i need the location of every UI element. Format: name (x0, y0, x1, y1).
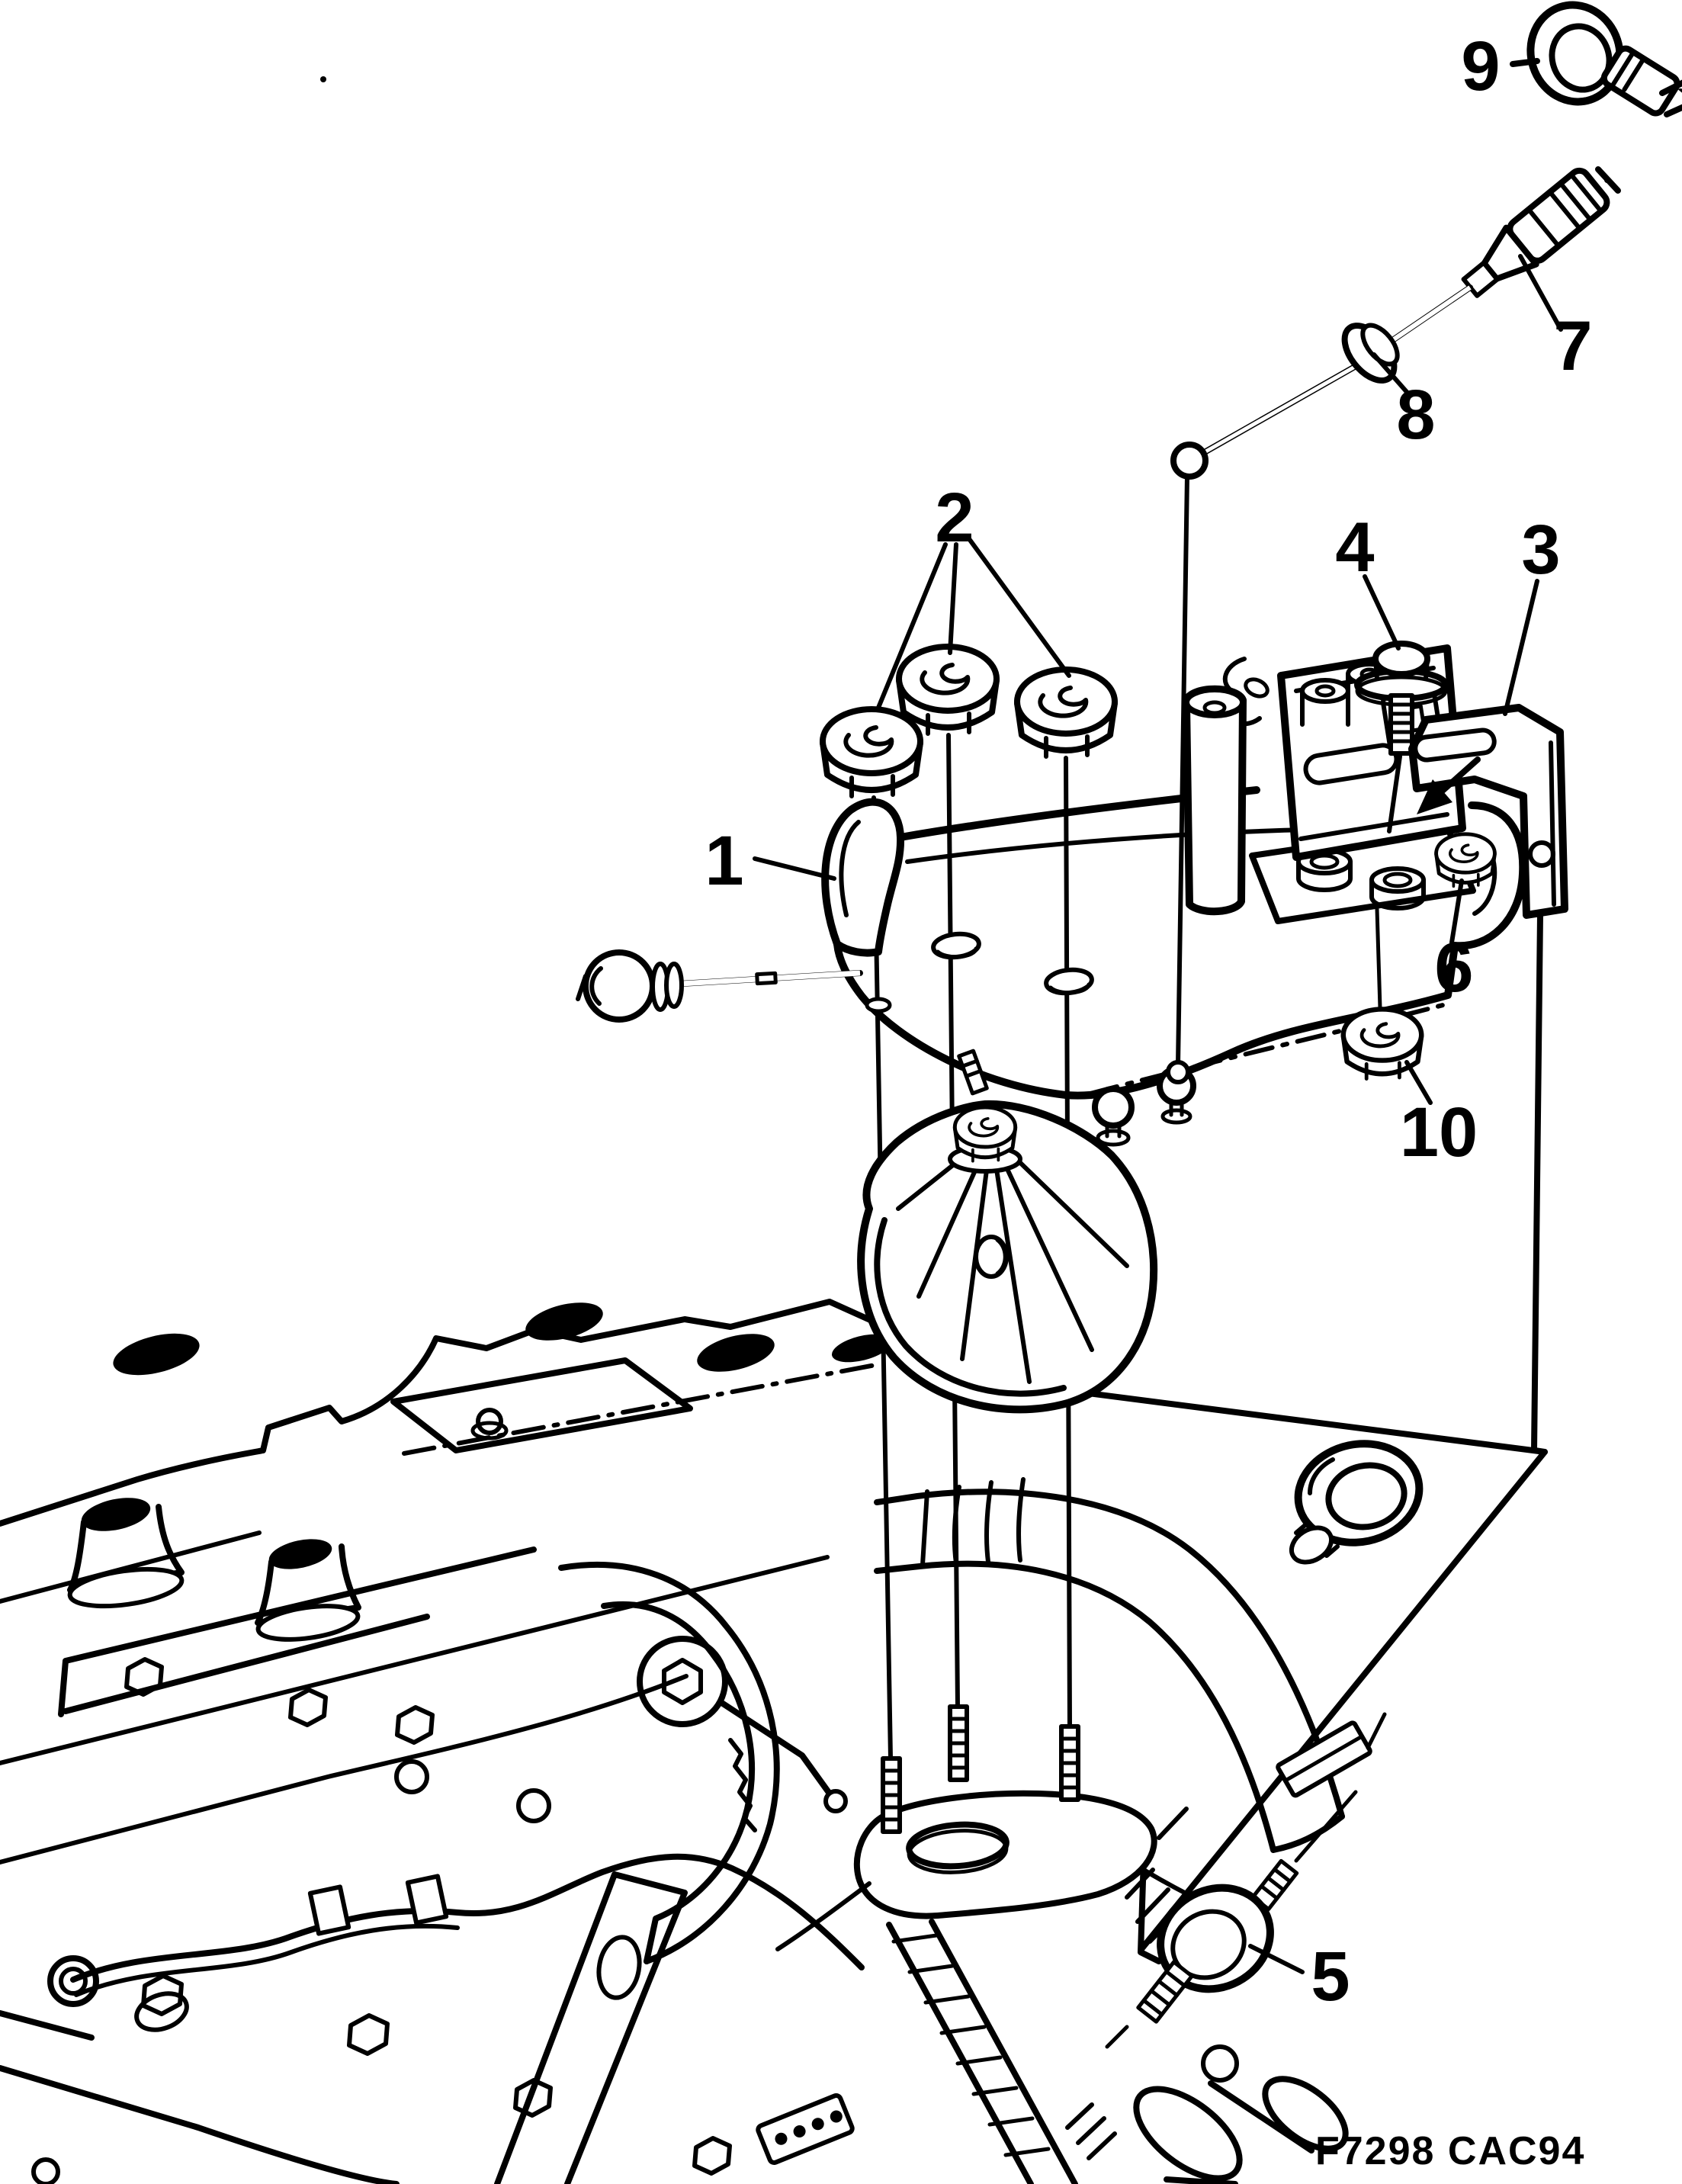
callout-2: 2 (935, 479, 974, 557)
figure-code: F7298 CAC94 (1315, 2129, 1585, 2173)
starter-assembly (756, 2044, 1349, 2184)
callout-5: 5 (1311, 1938, 1350, 2015)
cam-nut (955, 1107, 1015, 1161)
callout-7: 7 (1553, 307, 1592, 385)
callout-8: 8 (1396, 376, 1435, 454)
attachment-nuts (823, 647, 1115, 796)
callout-4: 4 (1335, 509, 1374, 586)
lock-nut-10 (1343, 907, 1421, 1079)
direction-arrow (1417, 756, 1481, 814)
cable-ball (1170, 442, 1209, 480)
heat-shield-plate (1002, 1379, 1548, 1964)
scan-dot (320, 76, 326, 82)
callout-9: 9 (1461, 27, 1500, 105)
callout-6: 6 (1434, 929, 1473, 1007)
cable-ball-end (1166, 1060, 1190, 1084)
grommet-stud-5 (1105, 1712, 1387, 2049)
callout-labels: 1 2 3 4 5 6 7 8 9 10 (705, 27, 1592, 2015)
engine-block (0, 1299, 994, 2184)
throttle-cam (857, 1049, 1190, 1414)
stud-flange (775, 1790, 1215, 1951)
flange-bolt (1354, 641, 1449, 833)
clamp-bracket (1408, 704, 1568, 1453)
hose-clamp (1526, 1, 1682, 117)
drive-belt (886, 1919, 1078, 2184)
callout-10: 10 (1400, 1094, 1478, 1171)
cable-rod-left (576, 949, 863, 1023)
damper-cylinder (1182, 685, 1247, 916)
callout-3: 3 (1521, 511, 1560, 589)
throttle-cable (1170, 88, 1682, 480)
lock-nut-6 (1436, 834, 1495, 886)
callout-1: 1 (705, 822, 743, 900)
bracket-horn (821, 798, 905, 957)
leader-lines (753, 58, 1563, 1974)
intake-hose (874, 1477, 1345, 1853)
inner-cable-drop (1176, 474, 1189, 1067)
